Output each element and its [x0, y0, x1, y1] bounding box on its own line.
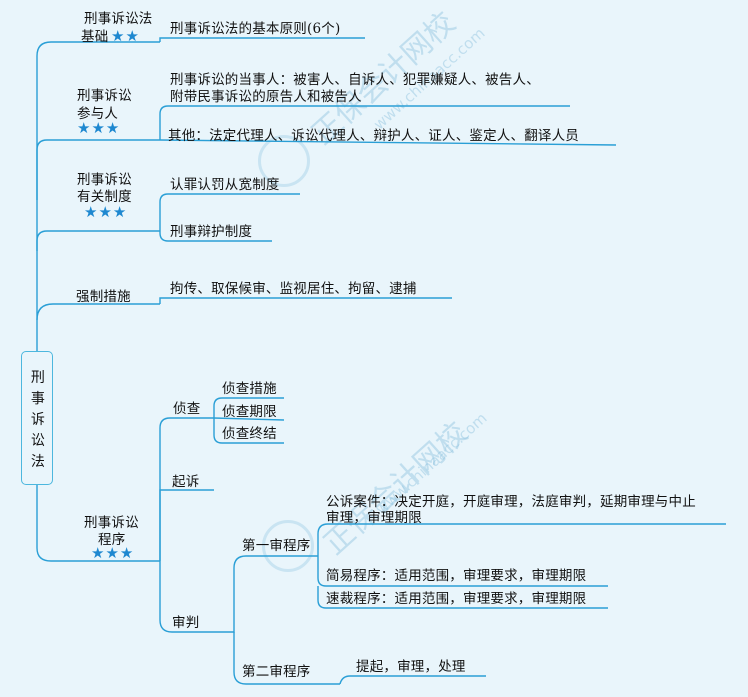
underline-fast: [317, 586, 608, 609]
systems-item-defense: 刑事辩护制度: [170, 224, 253, 240]
first-trial-label: 第一审程序: [242, 538, 311, 554]
underline-party: [159, 105, 570, 140]
connector-second-trial: [233, 632, 340, 685]
basis-label-line1: 刑事诉讼法: [84, 11, 153, 27]
connector-trial: [159, 561, 214, 633]
connector-measures: [36, 303, 160, 321]
underline-others: [159, 139, 617, 146]
watermark-logo-icon: [258, 135, 310, 187]
underline-plea: [159, 193, 300, 231]
root-label: 刑事诉讼法: [30, 370, 46, 470]
participants-stars: ★★★: [77, 119, 121, 137]
connector-basis: [36, 41, 160, 351]
measures-label: 强制措施: [76, 289, 131, 305]
basis-item: 刑事诉讼法的基本原则(6个): [170, 21, 341, 37]
underline-simplified: [317, 556, 608, 587]
underline-measures: [159, 297, 452, 304]
underline-inv-2: [213, 417, 285, 421]
systems-stars: ★★★: [84, 203, 128, 221]
first-trial-public-line2: 审理，审理期限: [326, 510, 422, 526]
basis-stars: ★★: [111, 27, 140, 45]
procedure-label-line2: 程序: [98, 532, 126, 548]
trial-label: 审判: [172, 615, 200, 631]
connector-prosecution: [159, 489, 214, 561]
first-trial-fast: 速裁程序：适用范围，审理要求，审理期限: [326, 591, 587, 607]
first-trial-public-line1: 公诉案件：决定开庭，开庭审理，法庭审判，延期审理与中止: [326, 494, 696, 510]
connector-procedure: [36, 485, 160, 562]
underline-inv-3: [213, 418, 284, 444]
second-trial-label: 第二审程序: [242, 664, 311, 680]
second-trial-item: 提起，审理，处理: [356, 659, 466, 675]
measures-item: 拘传、取保候审、监视居住、拘留、逮捕: [170, 281, 417, 297]
root-node: [21, 351, 53, 485]
investigation-item-3: 侦查终结: [222, 426, 277, 442]
procedure-stars: ★★★: [91, 544, 135, 562]
underline-inv-1: [213, 397, 284, 418]
systems-label-line1: 刑事诉讼: [77, 172, 132, 188]
participants-others: 其他：法定代理人、诉讼代理人、辩护人、证人、鉴定人、翻译人员: [168, 128, 579, 144]
participants-label-line1: 刑事诉讼: [77, 88, 132, 104]
connector-first-trial: [214, 555, 318, 633]
participants-party-line1: 刑事诉讼的当事人：被害人、自诉人、犯罪嫌疑人、被告人、: [170, 72, 540, 88]
underline-second-item: [339, 675, 486, 685]
systems-label-line2: 有关制度: [77, 189, 132, 205]
prosecution-label: 起诉: [172, 474, 200, 490]
first-trial-simplified: 简易程序：适用范围，审理要求，审理期限: [326, 568, 587, 584]
investigation-item-1: 侦查措施: [222, 381, 277, 397]
connector-investigation: [159, 417, 214, 561]
connector-participants: [36, 139, 160, 200]
underline-public: [317, 523, 726, 556]
basis-label-line2: 基础: [81, 29, 109, 45]
participants-label-line2: 参与人: [77, 106, 119, 122]
participants-party-line2: 附带民事诉讼的原告人和被告人: [170, 89, 362, 105]
watermark-logo-icon: [262, 520, 314, 572]
underline-basis: [159, 37, 365, 42]
investigation-item-2: 侦查期限: [222, 404, 277, 420]
procedure-label-line1: 刑事诉讼: [84, 515, 139, 531]
underline-defense: [159, 231, 272, 242]
connector-systems: [36, 230, 160, 251]
systems-item-plea: 认罪认罚从宽制度: [170, 177, 280, 193]
investigation-label: 侦查: [173, 401, 201, 417]
